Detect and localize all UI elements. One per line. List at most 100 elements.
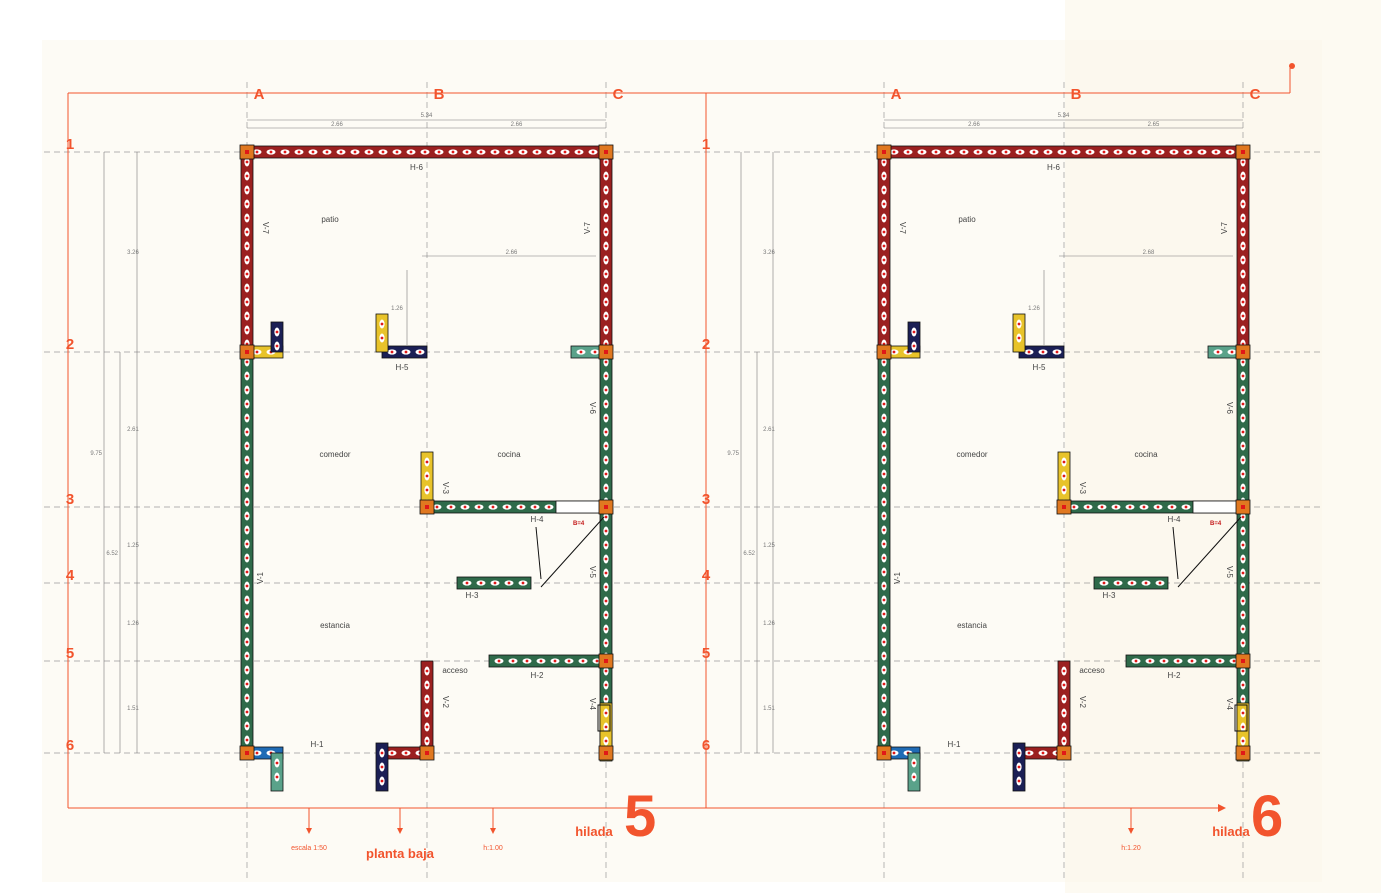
block-core bbox=[245, 472, 249, 476]
wall-label: V-3 bbox=[1078, 482, 1087, 495]
dimension-text: 2.61 bbox=[763, 427, 775, 433]
wall-junction bbox=[419, 745, 435, 761]
block-core bbox=[882, 528, 886, 532]
block-core bbox=[245, 388, 249, 392]
block-core bbox=[463, 505, 467, 509]
wall-v7-upper bbox=[240, 151, 254, 353]
block-core bbox=[604, 374, 608, 378]
block-core bbox=[437, 150, 441, 154]
block-core bbox=[882, 696, 886, 700]
wall-h3 bbox=[1093, 576, 1169, 590]
block-core bbox=[275, 344, 279, 348]
block-core bbox=[479, 581, 483, 585]
column-label: B bbox=[434, 86, 445, 103]
block-core bbox=[493, 150, 497, 154]
block-core bbox=[449, 505, 453, 509]
column-label: A bbox=[254, 86, 265, 103]
wall-label: H-6 bbox=[1047, 163, 1060, 172]
block-core bbox=[245, 272, 249, 276]
wall-band bbox=[488, 654, 607, 668]
window-opening bbox=[1234, 704, 1248, 732]
block-core bbox=[604, 272, 608, 276]
wall-stub-right bbox=[570, 345, 607, 359]
block-core bbox=[1172, 150, 1176, 154]
block-core bbox=[245, 668, 249, 672]
block-core bbox=[1130, 581, 1134, 585]
dimension-text: 1.25 bbox=[763, 543, 775, 549]
block-core bbox=[1086, 505, 1090, 509]
block-core bbox=[245, 430, 249, 434]
block-core bbox=[1241, 328, 1245, 332]
block-core bbox=[892, 150, 896, 154]
wall-junction bbox=[239, 144, 255, 160]
block-core bbox=[604, 571, 608, 575]
block-core bbox=[1241, 505, 1245, 509]
block-core bbox=[245, 328, 249, 332]
block-core bbox=[245, 640, 249, 644]
block-core bbox=[245, 626, 249, 630]
block-core bbox=[882, 430, 886, 434]
block-core bbox=[245, 751, 249, 755]
dimension-text: 6.52 bbox=[106, 551, 118, 557]
height-label-left: h:1.00 bbox=[483, 845, 503, 852]
block-core bbox=[1241, 543, 1245, 547]
block-core bbox=[882, 640, 886, 644]
block-core bbox=[1241, 515, 1245, 519]
wall-junction bbox=[876, 144, 892, 160]
block-core bbox=[255, 751, 259, 755]
block-core bbox=[1241, 244, 1245, 248]
room-label-patio: patio bbox=[321, 215, 339, 224]
block-core bbox=[1128, 505, 1132, 509]
column-label: B bbox=[1071, 86, 1082, 103]
block-core bbox=[882, 230, 886, 234]
room-label-acceso: acceso bbox=[442, 666, 468, 675]
block-core bbox=[245, 150, 249, 154]
block-core bbox=[245, 188, 249, 192]
block-core bbox=[1062, 474, 1066, 478]
block-core bbox=[380, 765, 384, 769]
block-core bbox=[1162, 659, 1166, 663]
block-core bbox=[882, 472, 886, 476]
block-core bbox=[604, 627, 608, 631]
block-core bbox=[604, 160, 608, 164]
wall-band bbox=[270, 752, 284, 792]
wall-label: V-1 bbox=[893, 571, 902, 584]
block-core bbox=[1062, 460, 1066, 464]
block-core bbox=[465, 150, 469, 154]
block-core bbox=[245, 300, 249, 304]
wall-v6 bbox=[1236, 351, 1250, 508]
dimension-text: 9.75 bbox=[727, 451, 739, 457]
block-core bbox=[604, 258, 608, 262]
block-core bbox=[882, 556, 886, 560]
wall-h5-return bbox=[1012, 313, 1026, 353]
block-core bbox=[882, 300, 886, 304]
block-core bbox=[1116, 150, 1120, 154]
block-core bbox=[1102, 150, 1106, 154]
block-core bbox=[882, 272, 886, 276]
block-core bbox=[948, 150, 952, 154]
dimension-text: 2.66 bbox=[506, 250, 518, 256]
dimension-text: 2.61 bbox=[127, 427, 139, 433]
block-core bbox=[1027, 350, 1031, 354]
block-core bbox=[245, 202, 249, 206]
dimension-text: 1.26 bbox=[391, 306, 403, 312]
block-core bbox=[604, 486, 608, 490]
block-core bbox=[1241, 529, 1245, 533]
block-core bbox=[1241, 571, 1245, 575]
block-core bbox=[604, 751, 608, 755]
wall-label: V-7 bbox=[583, 221, 592, 234]
block-core bbox=[525, 659, 529, 663]
wall-junction bbox=[1235, 144, 1251, 160]
row-label: 5 bbox=[66, 645, 74, 662]
block-core bbox=[245, 612, 249, 616]
block-core bbox=[1241, 230, 1245, 234]
block-core bbox=[507, 581, 511, 585]
wall-label: H-4 bbox=[1168, 515, 1181, 524]
wall-stub-bottom-left bbox=[907, 752, 921, 792]
dimension-text: 1.51 bbox=[127, 706, 139, 712]
block-core bbox=[567, 659, 571, 663]
row-label: 6 bbox=[702, 737, 710, 754]
block-core bbox=[245, 350, 249, 354]
course-number-left: 5 bbox=[624, 784, 656, 849]
block-core bbox=[245, 230, 249, 234]
